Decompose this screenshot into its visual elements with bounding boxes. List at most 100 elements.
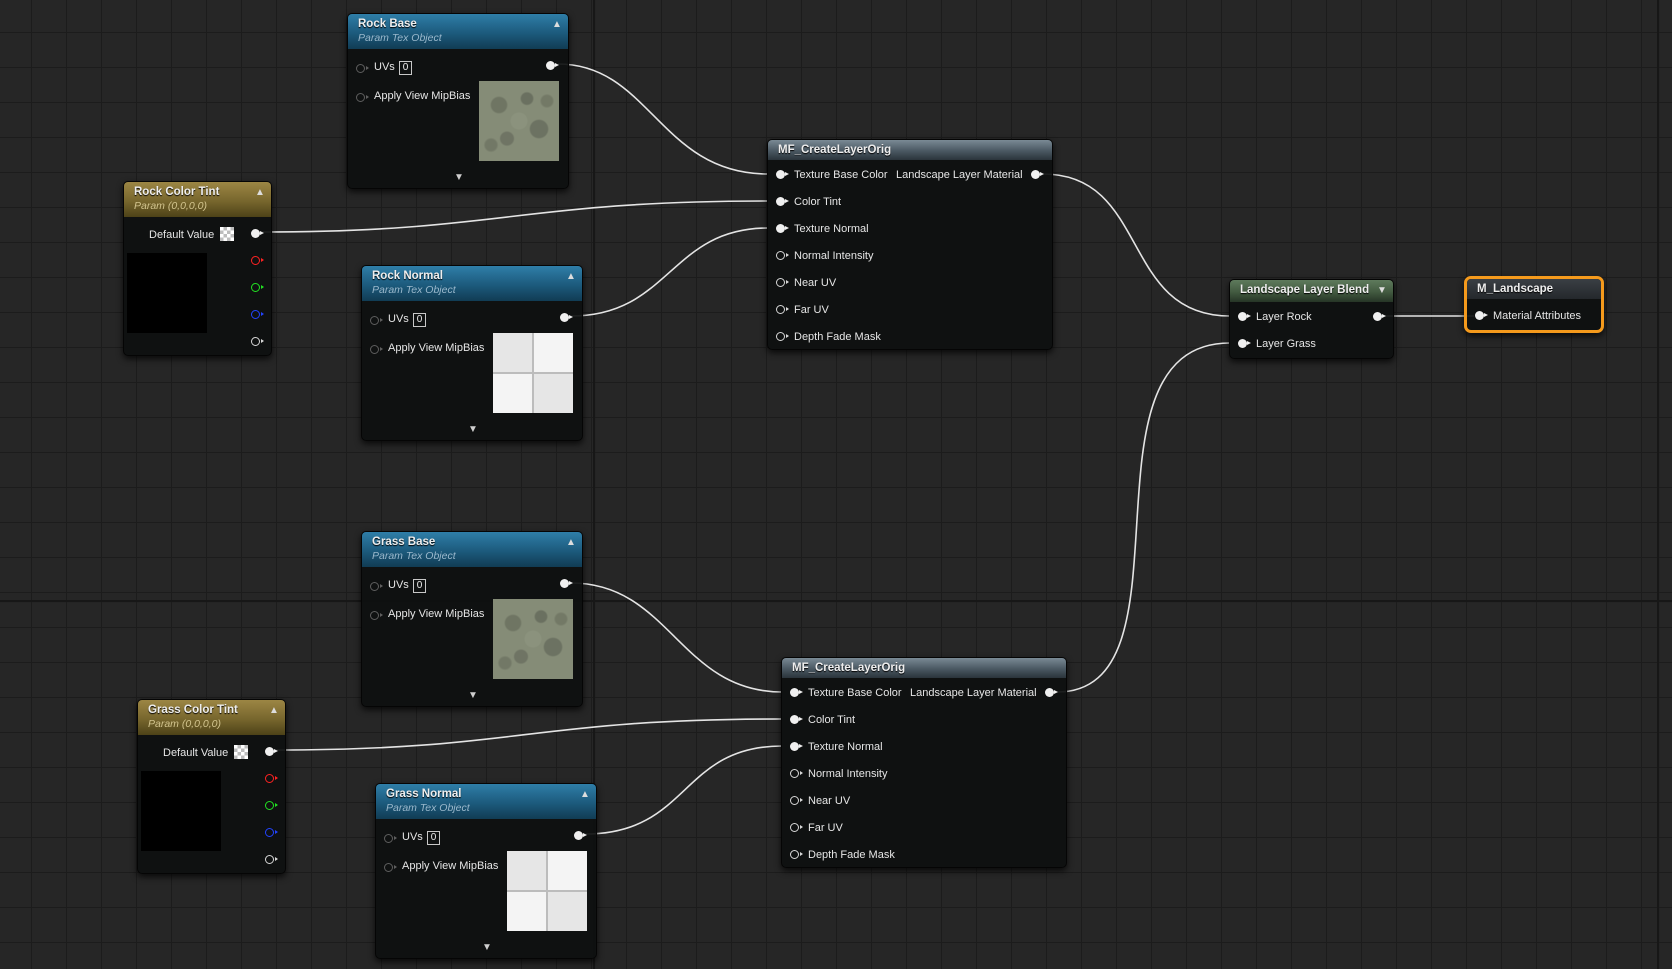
texture-output-pin[interactable] [560, 578, 573, 589]
green-output-pin[interactable] [251, 282, 264, 293]
input-label: Material Attributes [1493, 310, 1582, 322]
expand-chevron-down-icon[interactable]: ▼ [468, 690, 478, 701]
collapse-chevron-up-icon[interactable]: ▲ [269, 705, 279, 716]
layer-rock-input-pin[interactable] [1238, 311, 1251, 322]
color-picker-swatch-icon[interactable] [220, 227, 235, 241]
input-label: Depth Fade Mask [794, 331, 881, 343]
collapse-chevron-up-icon[interactable]: ▲ [580, 789, 590, 800]
color-tint-pin[interactable] [790, 714, 803, 725]
layer-blend-header[interactable]: Landscape Layer Blend ▼ [1230, 280, 1393, 302]
mf-create-layer-grass-node[interactable]: MF_CreateLayerOrig Texture Base Color La… [781, 657, 1067, 868]
mipbias-label: Apply View MipBias [374, 90, 471, 102]
collapse-chevron-up-icon[interactable]: ▲ [552, 19, 562, 30]
mf-create-layer-rock-node[interactable]: MF_CreateLayerOrig Texture Base Color La… [767, 139, 1053, 350]
mipbias-input-pin[interactable] [370, 344, 383, 355]
node-title: MF_CreateLayerOrig [778, 144, 892, 156]
alpha-output-pin[interactable] [251, 336, 264, 347]
grass-albedo-thumbnail [493, 599, 573, 679]
collapse-chevron-up-icon[interactable]: ▲ [566, 537, 576, 548]
material-output-header[interactable]: M_Landscape [1467, 279, 1601, 299]
layer-grass-input-pin[interactable] [1238, 338, 1251, 349]
color-picker-swatch-icon[interactable] [234, 745, 249, 759]
texture-normal-pin[interactable] [776, 223, 789, 234]
grass-color-tint-header[interactable]: Grass Color Tint Param (0,0,0,0) ▲ [138, 700, 285, 735]
uvs-input-pin[interactable] [384, 833, 397, 844]
rock-color-tint-node[interactable]: Rock Color Tint Param (0,0,0,0) ▲ Defaul… [123, 181, 272, 356]
expand-chevron-down-icon[interactable]: ▼ [482, 942, 492, 953]
near-uv-pin[interactable] [790, 795, 803, 806]
options-chevron-down-icon[interactable]: ▼ [1377, 285, 1387, 296]
depth-fade-mask-pin[interactable] [790, 849, 803, 860]
grass-base-header[interactable]: Grass Base Param Tex Object ▲ [362, 532, 582, 567]
node-title: Rock Normal [372, 270, 443, 282]
green-output-pin[interactable] [265, 800, 278, 811]
mipbias-label: Apply View MipBias [402, 860, 499, 872]
input-label: Near UV [794, 277, 837, 289]
node-title: Grass Normal [386, 788, 462, 800]
mipbias-input-pin[interactable] [384, 862, 397, 873]
near-uv-pin[interactable] [776, 277, 789, 288]
grass-normal-header[interactable]: Grass Normal Param Tex Object ▲ [376, 784, 596, 819]
mf-create-layer-header[interactable]: MF_CreateLayerOrig [782, 658, 1066, 678]
node-subtitle: Param (0,0,0,0) [148, 718, 221, 730]
far-uv-pin[interactable] [776, 304, 789, 315]
material-attributes-input-pin[interactable] [1475, 310, 1488, 321]
normal-intensity-pin[interactable] [776, 250, 789, 261]
depth-fade-mask-pin[interactable] [776, 331, 789, 342]
color-preview-swatch [141, 771, 221, 851]
uvs-value-field[interactable]: 0 [398, 61, 413, 75]
blue-output-pin[interactable] [251, 309, 264, 320]
far-uv-pin[interactable] [790, 822, 803, 833]
rock-color-tint-header[interactable]: Rock Color Tint Param (0,0,0,0) ▲ [124, 182, 271, 217]
rgba-output-pin[interactable] [265, 746, 278, 757]
uvs-value-field[interactable]: 0 [412, 579, 427, 593]
uvs-value-field[interactable]: 0 [426, 831, 441, 845]
texture-output-pin[interactable] [546, 60, 559, 71]
texture-base-color-pin[interactable] [790, 687, 803, 698]
normal-map-thumbnail [507, 851, 587, 931]
mipbias-input-pin[interactable] [356, 92, 369, 103]
texture-output-pin[interactable] [560, 312, 573, 323]
input-label: Texture Base Color [808, 687, 902, 699]
mipbias-input-pin[interactable] [370, 610, 383, 621]
normal-map-thumbnail [493, 333, 573, 413]
node-title: M_Landscape [1477, 283, 1554, 295]
node-subtitle: Param Tex Object [358, 32, 442, 44]
material-output-node[interactable]: M_Landscape Material Attributes [1464, 276, 1604, 333]
collapse-chevron-up-icon[interactable]: ▲ [566, 271, 576, 282]
alpha-output-pin[interactable] [265, 854, 278, 865]
rock-albedo-thumbnail [479, 81, 559, 161]
texture-output-pin[interactable] [574, 830, 587, 841]
uvs-input-pin[interactable] [370, 315, 383, 326]
uvs-value-field[interactable]: 0 [412, 313, 427, 327]
rock-base-header[interactable]: Rock Base Param Tex Object ▲ [348, 14, 568, 49]
red-output-pin[interactable] [265, 773, 278, 784]
rgba-output-pin[interactable] [251, 228, 264, 239]
landscape-layer-blend-node[interactable]: Landscape Layer Blend ▼ Layer Rock Layer… [1229, 279, 1394, 359]
node-title: MF_CreateLayerOrig [792, 662, 906, 674]
node-subtitle: Param Tex Object [386, 802, 470, 814]
blue-output-pin[interactable] [265, 827, 278, 838]
rock-normal-header[interactable]: Rock Normal Param Tex Object ▲ [362, 266, 582, 301]
color-tint-pin[interactable] [776, 196, 789, 207]
mf-create-layer-header[interactable]: MF_CreateLayerOrig [768, 140, 1052, 160]
grass-color-tint-node[interactable]: Grass Color Tint Param (0,0,0,0) ▲ Defau… [137, 699, 286, 874]
texture-base-color-pin[interactable] [776, 169, 789, 180]
red-output-pin[interactable] [251, 255, 264, 266]
uvs-input-pin[interactable] [356, 63, 369, 74]
layer-material-output-pin[interactable] [1031, 169, 1044, 180]
uvs-input-pin[interactable] [370, 581, 383, 592]
collapse-chevron-up-icon[interactable]: ▲ [255, 187, 265, 198]
blend-output-pin[interactable] [1373, 311, 1386, 322]
expand-chevron-down-icon[interactable]: ▼ [454, 172, 464, 183]
color-preview-swatch [127, 253, 207, 333]
layer-material-output-pin[interactable] [1045, 687, 1058, 698]
expand-chevron-down-icon[interactable]: ▼ [468, 424, 478, 435]
normal-intensity-pin[interactable] [790, 768, 803, 779]
texture-normal-pin[interactable] [790, 741, 803, 752]
